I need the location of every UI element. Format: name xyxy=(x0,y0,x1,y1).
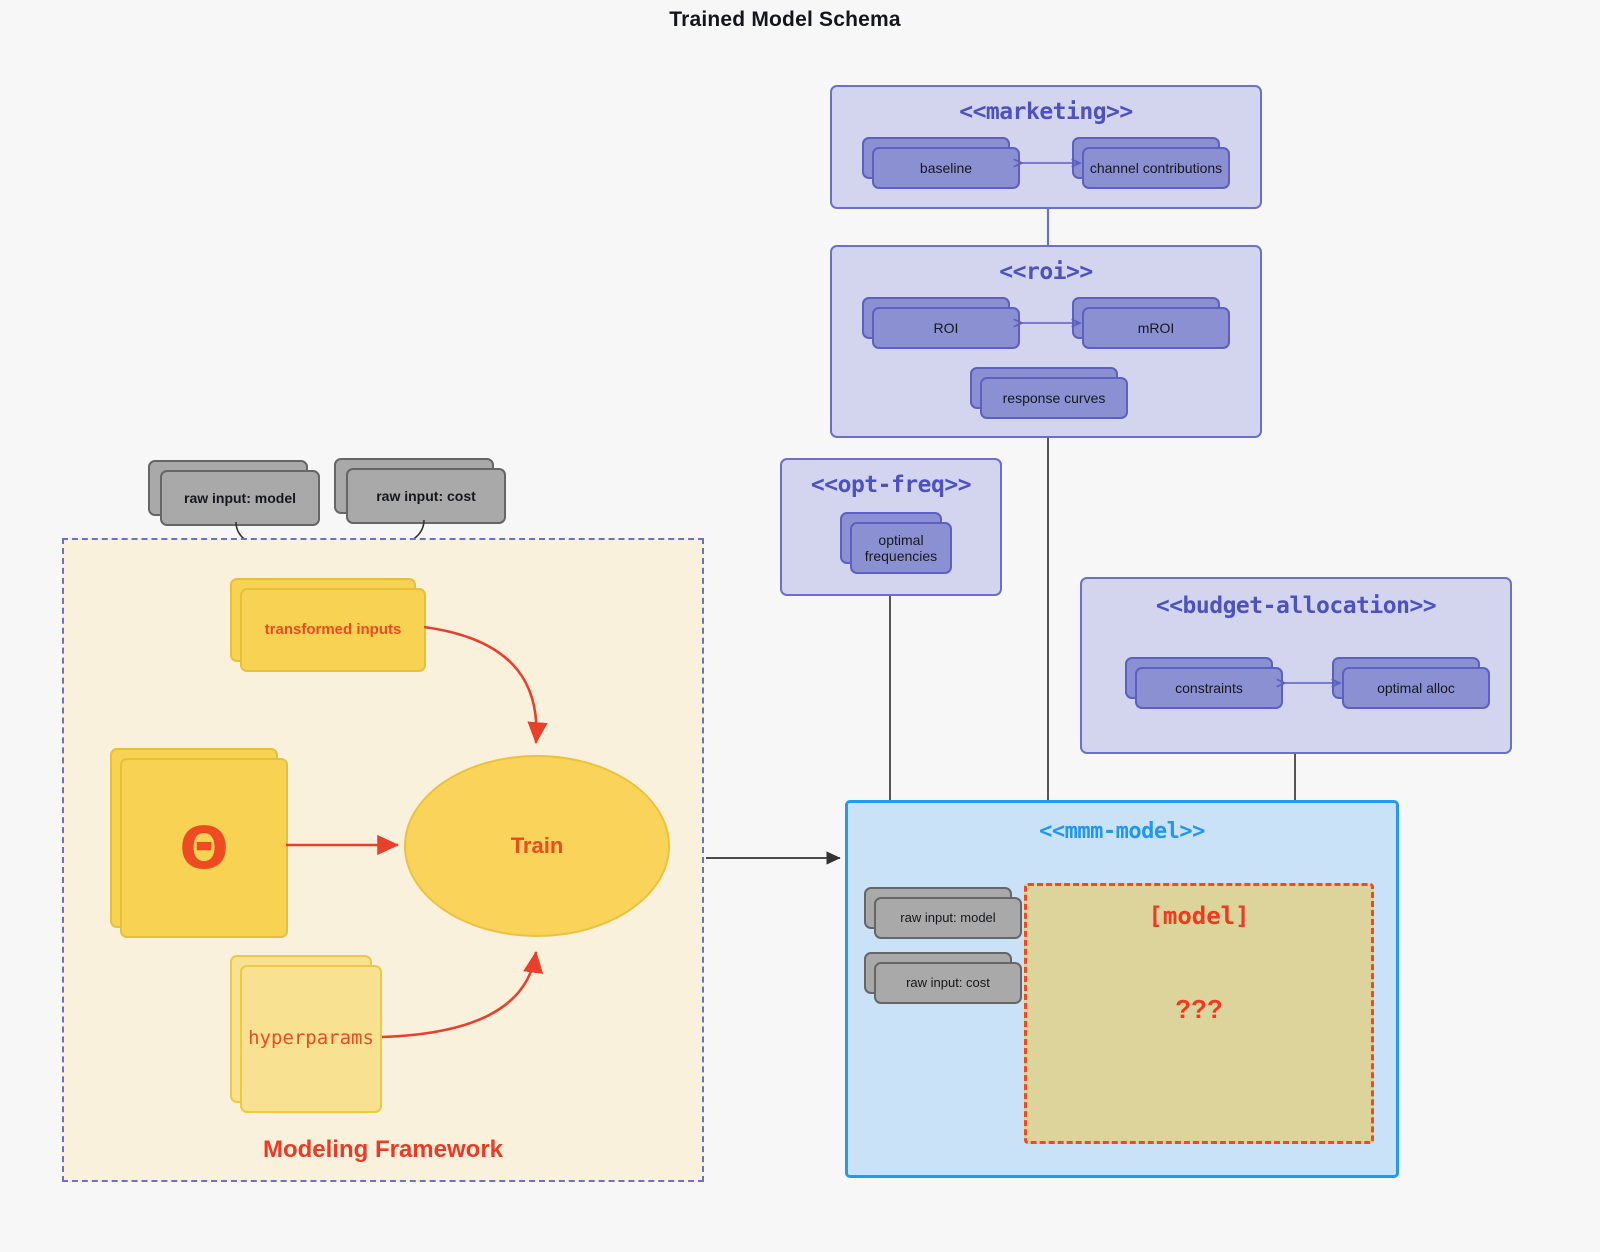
card-face: response curves xyxy=(980,377,1128,419)
card-label: mROI xyxy=(1137,319,1175,336)
package-title: <<marketing>> xyxy=(959,99,1133,125)
card-face: hyperparams xyxy=(240,965,382,1113)
card-label: ROI xyxy=(933,319,959,336)
page-title: Trained Model Schema xyxy=(669,8,901,31)
card-face: optimal frequencies xyxy=(850,522,952,574)
package-title: <<roi>> xyxy=(999,259,1093,285)
package-roi[interactable]: <<roi>> ROI mROI response curves xyxy=(830,245,1262,438)
card-face: mROI xyxy=(1082,307,1230,349)
card-label: response curves xyxy=(1002,389,1106,406)
package-title: <<budget-allocation>> xyxy=(1155,593,1437,619)
card-label: hyperparams xyxy=(248,1027,374,1050)
card-label: baseline xyxy=(919,159,973,176)
card-face: raw input: model xyxy=(160,470,320,526)
card-raw-input-cost[interactable]: raw input: cost xyxy=(334,458,506,524)
card-face: optimal alloc xyxy=(1342,667,1490,709)
card-face: ROI xyxy=(872,307,1020,349)
card-face: transformed inputs xyxy=(240,588,426,672)
model-label: [model] xyxy=(1148,902,1250,930)
card-label: channel contributions xyxy=(1089,159,1223,176)
card-label: raw input: cost xyxy=(906,974,990,990)
card-label-line2: frequencies xyxy=(864,548,938,564)
card-face: channel contributions xyxy=(1082,147,1230,189)
train-node[interactable]: Train xyxy=(404,755,670,937)
card-roi[interactable]: ROI xyxy=(862,297,1020,349)
card-label: constraints xyxy=(1175,679,1243,696)
card-theta[interactable]: Θ xyxy=(110,748,288,938)
train-label: Train xyxy=(510,833,564,858)
package-marketing[interactable]: <<marketing>> baseline channel contribut… xyxy=(830,85,1262,209)
card-mmm-raw-input-cost[interactable]: raw input: cost xyxy=(864,952,1022,1004)
card-face: constraints xyxy=(1135,667,1283,709)
card-transformed-inputs[interactable]: transformed inputs xyxy=(230,578,426,672)
card-mmm-raw-input-model[interactable]: raw input: model xyxy=(864,887,1022,939)
card-face: raw input: cost xyxy=(874,962,1022,1004)
card-face: Θ xyxy=(120,758,288,938)
card-label-line1: optimal xyxy=(878,531,924,548)
card-face: raw input: model xyxy=(874,897,1022,939)
package-title: <<opt-freq>> xyxy=(810,472,972,498)
card-face: raw input: cost xyxy=(346,468,506,524)
model-placeholder-box[interactable]: [model] ??? xyxy=(1024,883,1374,1144)
card-baseline[interactable]: baseline xyxy=(862,137,1020,189)
card-label: raw input: model xyxy=(184,489,296,506)
card-face: baseline xyxy=(872,147,1020,189)
card-optimal-frequencies[interactable]: optimal frequencies xyxy=(840,512,952,574)
card-label: raw input: cost xyxy=(376,487,476,504)
card-constraints[interactable]: constraints xyxy=(1125,657,1283,709)
card-label: raw input: model xyxy=(900,909,996,925)
card-optimal-alloc[interactable]: optimal alloc xyxy=(1332,657,1490,709)
card-mroi[interactable]: mROI xyxy=(1072,297,1230,349)
package-title: <<mmm-model>> xyxy=(1039,819,1205,844)
card-raw-input-model[interactable]: raw input: model xyxy=(148,460,320,526)
card-channel-contributions[interactable]: channel contributions xyxy=(1072,137,1230,189)
framework-label: Modeling Framework xyxy=(262,1136,504,1163)
package-opt-freq[interactable]: <<opt-freq>> optimal frequencies xyxy=(780,458,1002,596)
package-budget-allocation[interactable]: <<budget-allocation>> constraints optima… xyxy=(1080,577,1512,754)
theta-symbol: Θ xyxy=(179,814,229,882)
card-label: optimal alloc xyxy=(1377,679,1455,696)
card-hyperparams[interactable]: hyperparams xyxy=(230,955,382,1113)
card-response-curves[interactable]: response curves xyxy=(970,367,1128,419)
card-label: transformed inputs xyxy=(264,621,402,639)
model-unknown-label: ??? xyxy=(1175,994,1223,1024)
